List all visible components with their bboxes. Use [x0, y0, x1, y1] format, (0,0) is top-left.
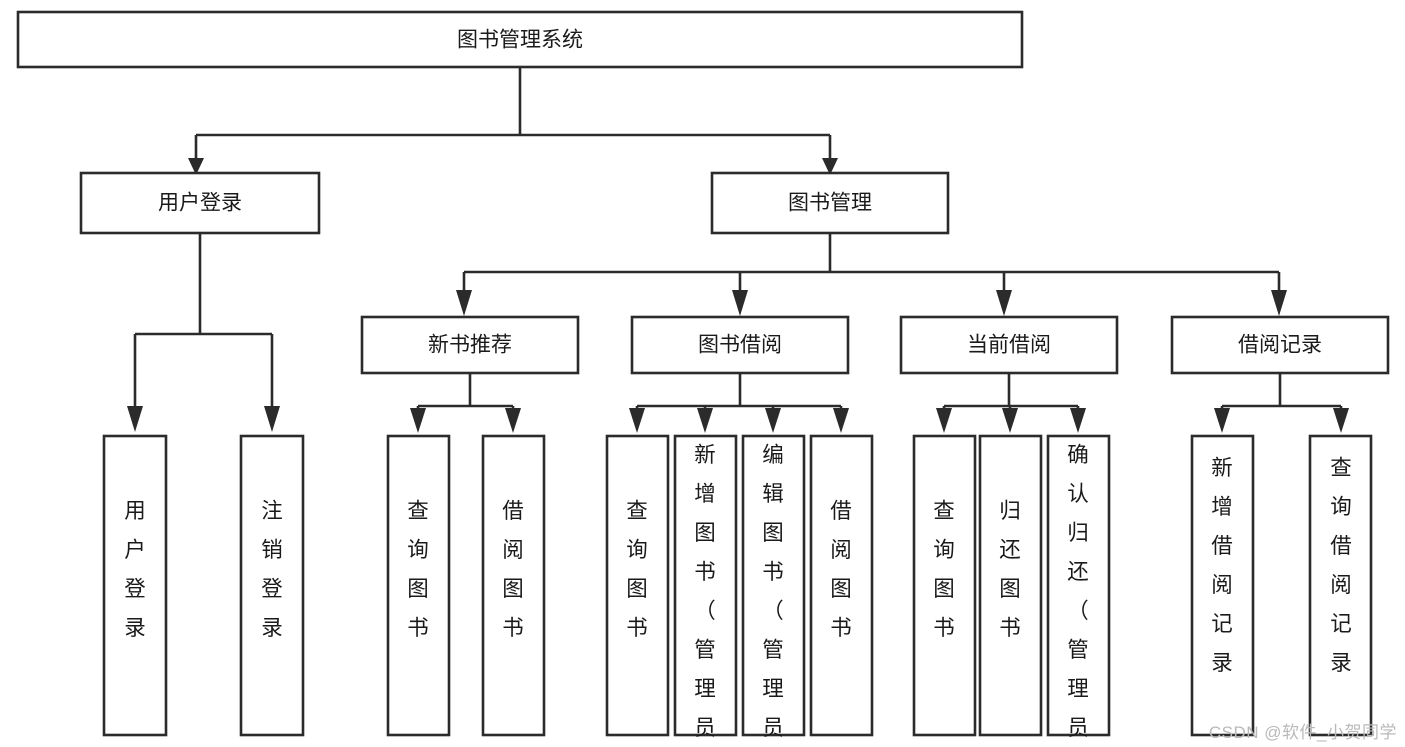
node-leaf-query-borrow-record-box[interactable]: [1308, 434, 1373, 737]
arrow-root-to-user-login: [188, 158, 204, 175]
node-book-management-box[interactable]: [710, 171, 950, 235]
arrow-user-login-to-leaf-2: [264, 406, 280, 432]
node-current-borrow-box[interactable]: [899, 315, 1119, 375]
node-leaf-borrow-book-2[interactable]: 借阅图书: [809, 434, 874, 737]
node-leaf-query-book-1[interactable]: 查询图书: [386, 434, 451, 737]
node-leaf-add-borrow-record-label: 新增借阅记录: [1211, 456, 1233, 675]
node-leaf-edit-book-box[interactable]: [741, 434, 806, 737]
node-root-box[interactable]: [16, 10, 1024, 69]
arrow-new-book-to-leaf-2: [505, 408, 521, 433]
node-leaf-query-borrow-record-label: 查询借阅记录: [1330, 456, 1352, 675]
arrow-cb-to-leaf-2: [1002, 408, 1018, 433]
node-user-login-label: 用户登录: [158, 192, 242, 215]
node-leaf-query-book-2-box[interactable]: [605, 434, 670, 737]
node-leaf-query-book-2[interactable]: 查询图书: [605, 434, 670, 737]
node-leaf-borrow-book-2-box[interactable]: [809, 434, 874, 737]
node-leaf-borrow-book-1[interactable]: 借阅图书: [481, 434, 546, 737]
node-borrow-record-label: 借阅记录: [1238, 334, 1322, 357]
node-leaf-add-book-label: 新增图书（管理员）: [694, 443, 716, 747]
node-leaf-borrow-book-1-label: 借阅图书: [502, 499, 524, 640]
node-leaf-add-borrow-record[interactable]: 新增借阅记录: [1190, 434, 1255, 737]
node-leaf-add-borrow-record-box[interactable]: [1190, 434, 1255, 737]
arrow-root-to-book-management: [822, 158, 838, 175]
node-leaf-add-book-box[interactable]: [673, 434, 738, 737]
node-borrow-record-box[interactable]: [1170, 315, 1390, 375]
node-book-management-label: 图书管理: [788, 192, 872, 215]
arrow-br-to-leaf-1: [1214, 408, 1230, 433]
node-leaf-query-book-1-label: 查询图书: [407, 499, 429, 640]
node-leaf-confirm-return-label: 确认归还（管理员）: [1067, 443, 1089, 747]
arrow-bb-to-leaf-4: [833, 408, 849, 433]
node-leaf-edit-book[interactable]: 编辑图书（管理员）: [741, 434, 806, 747]
node-leaf-query-book-2-label: 查询图书: [626, 499, 648, 640]
node-leaf-query-book-3-label: 查询图书: [933, 499, 955, 640]
node-borrow-record[interactable]: 借阅记录: [1170, 315, 1390, 375]
arrow-cb-to-leaf-3: [1070, 408, 1086, 433]
node-new-book-recommend-label: 新书推荐: [428, 334, 512, 357]
arrow-bm-to-current-borrow: [996, 290, 1012, 316]
arrow-bb-to-leaf-2: [697, 408, 713, 433]
node-leaf-query-borrow-record[interactable]: 查询借阅记录: [1308, 434, 1373, 737]
node-leaf-borrow-book-1-box[interactable]: [481, 434, 546, 737]
node-leaf-user-login[interactable]: 用户登录: [102, 434, 168, 737]
node-book-borrow-label: 图书借阅: [698, 334, 782, 357]
node-new-book-recommend-box[interactable]: [360, 315, 580, 375]
csdn-watermark: CSDN @软件_小贺同学: [1208, 723, 1397, 742]
node-book-management[interactable]: 图书管理: [710, 171, 950, 235]
node-leaf-return-book-label: 归还图书: [999, 499, 1021, 640]
node-current-borrow-label: 当前借阅: [967, 334, 1051, 357]
arrow-bb-to-leaf-1: [629, 408, 645, 433]
node-book-borrow-box[interactable]: [630, 315, 850, 375]
arrow-bm-to-new-book: [456, 290, 472, 316]
arrow-cb-to-leaf-1: [936, 408, 952, 433]
node-new-book-recommend[interactable]: 新书推荐: [360, 315, 580, 375]
node-leaf-confirm-return[interactable]: 确认归还（管理员）: [1046, 434, 1111, 747]
node-leaf-return-book-box[interactable]: [978, 434, 1043, 737]
node-current-borrow[interactable]: 当前借阅: [899, 315, 1119, 375]
node-leaf-borrow-book-2-label: 借阅图书: [830, 499, 852, 640]
node-leaf-confirm-return-box[interactable]: [1046, 434, 1111, 737]
node-leaf-logout-login[interactable]: 注销登录: [239, 434, 305, 737]
node-leaf-add-book[interactable]: 新增图书（管理员）: [673, 434, 738, 747]
node-leaf-query-book-1-box[interactable]: [386, 434, 451, 737]
node-leaf-logout-login-box[interactable]: [239, 434, 305, 737]
node-leaf-logout-login-label: 注销登录: [261, 499, 283, 640]
node-user-login-box[interactable]: [79, 171, 321, 235]
arrow-bb-to-leaf-3: [765, 408, 781, 433]
node-leaf-user-login-box[interactable]: [102, 434, 168, 737]
arrow-new-book-to-leaf-1: [410, 408, 426, 433]
node-root-label: 图书管理系统: [457, 29, 583, 52]
node-leaf-user-login-label: 用户登录: [124, 499, 146, 640]
node-leaf-edit-book-label: 编辑图书（管理员）: [762, 443, 784, 747]
arrow-user-login-to-leaf-1: [127, 406, 143, 432]
arrow-bm-to-book-borrow: [732, 290, 748, 316]
arrow-br-to-leaf-2: [1333, 408, 1349, 433]
edges-group: [127, 68, 1349, 433]
node-leaf-query-book-3-box[interactable]: [912, 434, 977, 737]
arrow-bm-to-borrow-record: [1271, 290, 1287, 316]
node-leaf-query-book-3[interactable]: 查询图书: [912, 434, 977, 737]
node-user-login[interactable]: 用户登录: [79, 171, 321, 235]
node-root[interactable]: 图书管理系统: [16, 10, 1024, 69]
node-book-borrow[interactable]: 图书借阅: [630, 315, 850, 375]
node-leaf-return-book[interactable]: 归还图书: [978, 434, 1043, 737]
